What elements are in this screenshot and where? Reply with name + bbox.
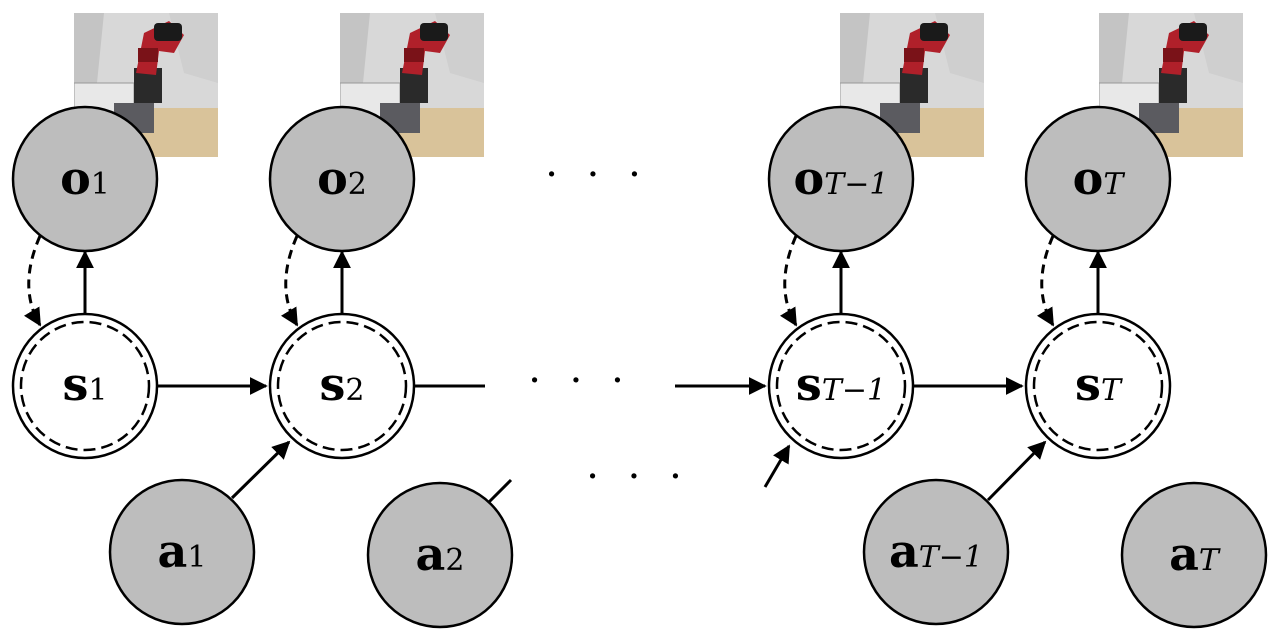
svg-text:o2: o2 <box>317 151 367 205</box>
svg-text:aT: aT <box>1169 527 1221 581</box>
node-oT1: oT−1 <box>767 105 915 253</box>
svg-text:a1: a1 <box>158 524 207 578</box>
node-sT1: sT−1 <box>767 312 915 460</box>
node-s1-main: s <box>63 357 89 411</box>
node-o2-sub: 2 <box>348 167 367 202</box>
node-a2-main: a <box>416 527 446 581</box>
edges <box>23 235 1107 505</box>
node-o1-sub: 1 <box>91 167 110 202</box>
node-a1-main: a <box>158 524 188 578</box>
node-o2-main: o <box>317 151 348 205</box>
ellipsis-observations: · · · <box>545 152 649 198</box>
node-a1-sub: 1 <box>187 540 206 575</box>
node-oT-sub: T <box>1103 167 1125 202</box>
edge-in-sT1-action <box>763 444 791 488</box>
node-aT1-sub: T−1 <box>919 540 983 575</box>
node-s2: s2 <box>268 312 416 460</box>
edge-o1-s1-dashed <box>23 235 42 327</box>
svg-text:sT: sT <box>1075 357 1123 411</box>
node-aT1: aT−1 <box>862 478 1010 626</box>
node-aT-sub: T <box>1199 543 1221 578</box>
state-nodes: s1 s2 sT−1 sT <box>11 312 1172 460</box>
observation-nodes: o1 o2 oT−1 oT <box>11 105 1172 253</box>
edge-o2-s2-dashed <box>280 235 299 327</box>
action-nodes: a1 a2 aT−1 aT <box>108 478 1268 629</box>
svg-text:aT−1: aT−1 <box>889 524 983 578</box>
node-s2-main: s <box>320 357 346 411</box>
node-s1-sub: 1 <box>88 373 107 408</box>
node-a2: a2 <box>366 481 514 629</box>
svg-text:s2: s2 <box>320 357 365 411</box>
ellipsis-actions: · · · <box>586 454 690 500</box>
svg-text:sT−1: sT−1 <box>796 357 886 411</box>
node-sT: sT <box>1024 312 1172 460</box>
node-oT1-sub: T−1 <box>824 167 888 202</box>
edge-a1-s2 <box>230 440 291 500</box>
node-a2-sub: 2 <box>445 543 464 578</box>
edge-aT1-sT <box>986 440 1047 502</box>
node-o1-main: o <box>60 151 91 205</box>
node-aT: aT <box>1120 481 1268 629</box>
node-oT1-main: o <box>794 151 825 205</box>
ellipsis-states: · · · <box>528 358 632 404</box>
node-o2: o2 <box>268 105 416 253</box>
node-sT1-main: s <box>796 357 822 411</box>
svg-text:oT−1: oT−1 <box>794 151 889 205</box>
edge-oT-sT-dashed <box>1036 235 1055 327</box>
svg-text:s1: s1 <box>63 357 108 411</box>
node-oT: oT <box>1024 105 1172 253</box>
node-aT-main: a <box>1169 527 1199 581</box>
ellipses: · · · · · · · · · <box>528 152 690 500</box>
node-sT-sub: T <box>1101 373 1123 408</box>
edge-oT1-sT1-dashed <box>779 235 798 327</box>
svg-text:a2: a2 <box>416 527 465 581</box>
node-o1: o1 <box>11 105 159 253</box>
node-s1: s1 <box>11 312 159 460</box>
node-oT-main: o <box>1073 151 1104 205</box>
svg-text:oT: oT <box>1073 151 1126 205</box>
node-sT-main: s <box>1075 357 1101 411</box>
edge-a2-out <box>486 478 513 505</box>
node-aT1-main: a <box>889 524 919 578</box>
svg-text:o1: o1 <box>60 151 110 205</box>
node-sT1-sub: T−1 <box>822 373 886 408</box>
node-s2-sub: 2 <box>345 373 364 408</box>
node-a1: a1 <box>108 478 256 626</box>
